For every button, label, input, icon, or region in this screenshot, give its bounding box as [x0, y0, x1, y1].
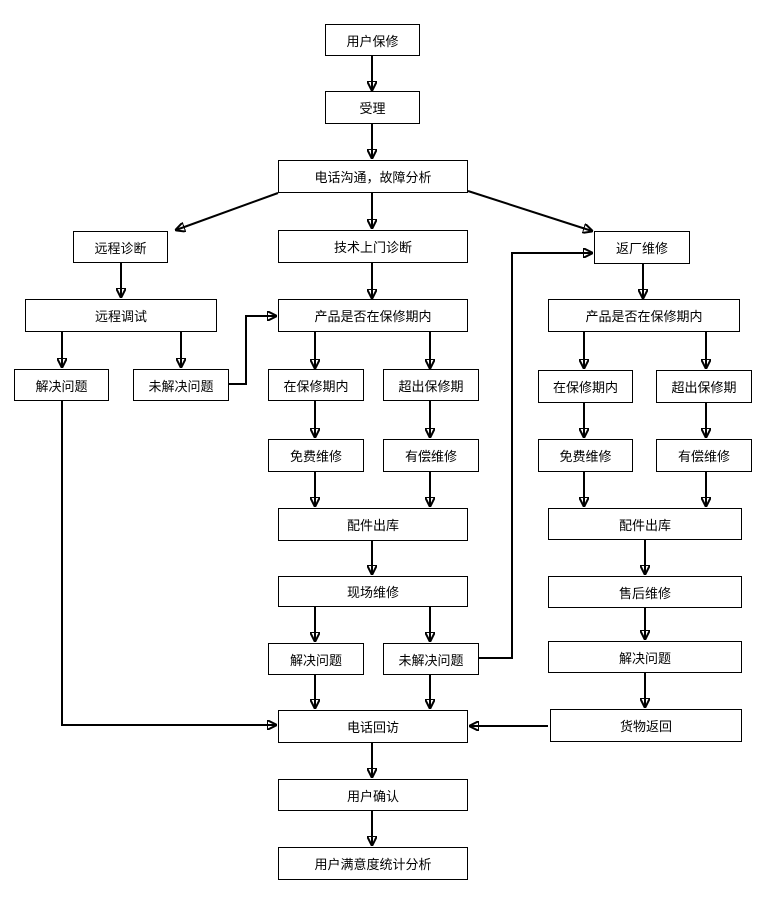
arrow-unsolved-mid-to-factory: [479, 253, 592, 659]
node-onsite-repair: 现场维修: [278, 576, 468, 607]
node-in-warranty-right: 在保修期内: [538, 370, 633, 403]
node-accept: 受理: [325, 91, 420, 124]
node-parts-out-right: 配件出库: [548, 508, 742, 540]
node-paid-repair-mid: 有偿维修: [383, 439, 479, 472]
arrow-phone-to-remote-diag: [176, 192, 279, 230]
arrow-solved-left-to-callback: [61, 401, 276, 725]
node-solved-left: 解决问题: [14, 369, 109, 401]
node-parts-out-mid: 配件出库: [278, 508, 468, 541]
node-onsite-diagnosis: 技术上门诊断: [278, 230, 468, 263]
node-solved-right: 解决问题: [548, 641, 742, 673]
node-remote-diagnosis: 远程诊断: [73, 231, 168, 263]
node-user-confirm: 用户确认: [278, 779, 468, 811]
node-after-sales-repair: 售后维修: [548, 576, 742, 608]
node-phone-analysis: 电话沟通，故障分析: [278, 160, 468, 193]
node-factory-repair: 返厂维修: [594, 231, 690, 264]
node-paid-repair-right: 有偿维修: [656, 439, 752, 472]
node-warranty-check-mid: 产品是否在保修期内: [278, 299, 468, 332]
node-unsolved-left: 未解决问题: [133, 369, 229, 401]
node-out-warranty-mid: 超出保修期: [383, 369, 479, 401]
node-user-repair: 用户保修: [325, 24, 420, 56]
node-out-warranty-right: 超出保修期: [656, 370, 752, 403]
node-solved-mid: 解决问题: [268, 643, 364, 675]
node-in-warranty-mid: 在保修期内: [268, 369, 364, 401]
arrow-phone-to-factory: [467, 190, 592, 231]
node-satisfaction-analysis: 用户满意度统计分析: [278, 847, 468, 880]
node-free-repair-right: 免费维修: [538, 439, 633, 472]
node-free-repair-mid: 免费维修: [268, 439, 364, 472]
node-remote-debug: 远程调试: [25, 299, 217, 332]
node-warranty-check-right: 产品是否在保修期内: [548, 299, 740, 332]
node-unsolved-mid: 未解决问题: [383, 643, 479, 675]
arrow-unsolved-left-to-warranty-mid: [229, 316, 276, 385]
node-goods-return: 货物返回: [550, 709, 742, 742]
node-callback: 电话回访: [278, 710, 468, 743]
